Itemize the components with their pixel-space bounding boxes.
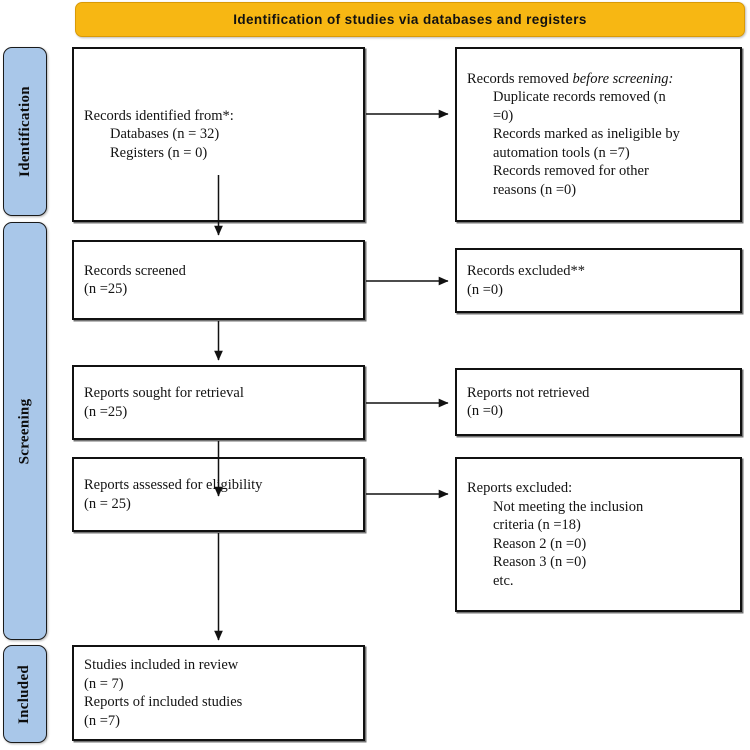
stage-bar-included: Included bbox=[3, 645, 47, 743]
box-records-removed-line-3: =0) bbox=[493, 107, 514, 124]
box-reports-excluded: Reports excluded: Not meeting the inclus… bbox=[455, 457, 742, 612]
stage-label-identification: Identification bbox=[16, 86, 33, 177]
box-records-removed: Records removed before screening: Duplic… bbox=[455, 47, 742, 222]
stage-label-screening: Screening bbox=[16, 398, 33, 464]
diagram-title: Identification of studies via databases … bbox=[233, 12, 587, 27]
stage-bar-screening: Screening bbox=[3, 222, 47, 640]
box-records-removed-line-4: Records marked as ineligible by bbox=[493, 126, 680, 143]
box-records-excluded-line-1: Records excluded** bbox=[467, 263, 585, 279]
box-reports-assessed-line-2: (n = 25) bbox=[84, 495, 131, 512]
box-reports-excluded-line-5: Reason 3 (n =0) bbox=[493, 554, 587, 570]
box-records-removed-line-1-normal: Records removed bbox=[467, 70, 573, 87]
box-records-identified-line-1: Records identified from*: bbox=[84, 107, 234, 124]
box-records-removed-line-1: Records removed before screening: bbox=[467, 70, 730, 89]
box-reports-not-retrieved-line-1: Reports not retrieved bbox=[467, 384, 590, 401]
box-records-screened: Records screened (n =25) bbox=[72, 240, 365, 320]
box-reports-excluded-line-4: Reason 2 (n =0) bbox=[493, 535, 587, 552]
box-records-excluded: Records excluded** (n =0) bbox=[455, 248, 742, 313]
box-reports-excluded-line-6: etc. bbox=[493, 572, 514, 589]
box-records-identified-line-2: Databases (n = 32) bbox=[110, 126, 220, 143]
box-reports-excluded-line-3: criteria (n =18) bbox=[493, 517, 581, 533]
box-records-identified-line-3: Registers (n = 0) bbox=[110, 144, 208, 161]
box-records-removed-line-6: Records removed for other bbox=[493, 163, 649, 180]
diagram-header-banner: Identification of studies via databases … bbox=[75, 2, 745, 37]
box-studies-included-line-3: Reports of included studies bbox=[84, 694, 243, 710]
box-reports-sought-line-2: (n =25) bbox=[84, 403, 128, 420]
box-records-screened-line-2: (n =25) bbox=[84, 281, 128, 297]
box-records-removed-line-2: Duplicate records removed (n bbox=[493, 89, 666, 106]
box-records-excluded-line-2: (n =0) bbox=[467, 281, 503, 298]
stage-bar-identification: Identification bbox=[3, 47, 47, 216]
box-studies-included-line-4: (n =7) bbox=[84, 712, 120, 729]
box-reports-assessed-line-1: Reports assessed for eligibility bbox=[84, 477, 263, 493]
box-studies-included: Studies included in review (n = 7) Repor… bbox=[72, 645, 365, 741]
box-reports-excluded-line-1: Reports excluded: bbox=[467, 480, 573, 496]
box-reports-assessed: Reports assessed for eligibility (n = 25… bbox=[72, 457, 365, 532]
box-reports-sought-line-1: Reports sought for retrieval bbox=[84, 385, 244, 401]
box-reports-not-retrieved-line-2: (n =0) bbox=[467, 403, 503, 419]
box-studies-included-line-1: Studies included in review bbox=[84, 657, 239, 673]
box-records-screened-line-1: Records screened bbox=[84, 262, 186, 279]
box-studies-included-line-2: (n = 7) bbox=[84, 675, 124, 692]
box-reports-not-retrieved: Reports not retrieved (n =0) bbox=[455, 368, 742, 436]
box-records-removed-line-7: reasons (n =0) bbox=[493, 181, 577, 198]
box-reports-excluded-line-2: Not meeting the inclusion bbox=[493, 498, 644, 515]
box-records-removed-line-5: automation tools (n =7) bbox=[493, 144, 630, 161]
box-records-identified: Records identified from*: Databases (n =… bbox=[72, 47, 365, 222]
stage-label-included: Included bbox=[16, 664, 33, 724]
box-records-removed-line-1-italic: before screening: bbox=[572, 70, 674, 87]
box-reports-sought: Reports sought for retrieval (n =25) bbox=[72, 365, 365, 440]
